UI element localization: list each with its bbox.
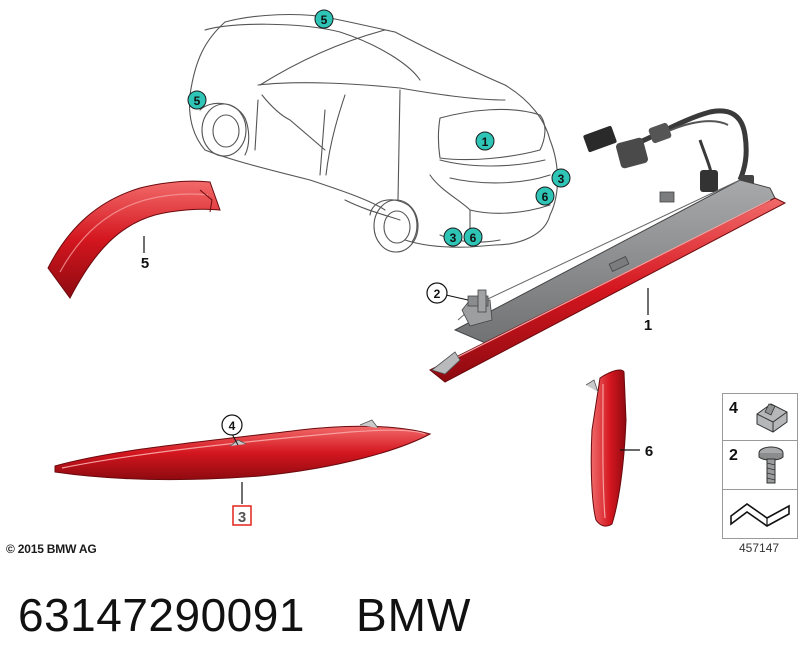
car-marker-side-label: 5 — [194, 94, 201, 108]
car-marker-roof[interactable]: 5 — [314, 9, 334, 29]
callout-circle-part-2[interactable] — [426, 282, 448, 304]
car-marker-6-lower[interactable]: 6 — [463, 227, 483, 247]
car-marker-glass-label: 1 — [482, 135, 489, 149]
car-marker-3-upper-label: 3 — [558, 172, 565, 186]
bracket-icon — [730, 503, 790, 527]
car-marker-3-upper[interactable]: 3 — [551, 168, 571, 188]
legend-box-clip-nut[interactable]: 4 — [722, 393, 798, 441]
diagram-id: 457147 — [739, 541, 780, 555]
car-marker-3-lower-label: 3 — [450, 231, 457, 245]
clip-nut-icon — [756, 403, 788, 433]
part-3-reflector[interactable] — [54, 419, 432, 480]
legend-label-4: 4 — [729, 400, 738, 417]
part-number: 63147290091 — [18, 589, 305, 641]
callout-part-2: 2 — [434, 287, 441, 301]
parts-diagram: 5 5 1 3 6 3 6 5 — [47, 9, 787, 527]
car-marker-6-upper[interactable]: 6 — [535, 186, 555, 206]
part-1-brake-light[interactable] — [429, 108, 787, 383]
copyright-text: © 2015 BMW AG — [6, 542, 97, 556]
callout-part-6: 6 — [645, 443, 653, 460]
car-marker-6-lower-label: 6 — [470, 231, 477, 245]
part-2-screw[interactable] — [467, 289, 489, 313]
legend-box-bracket[interactable] — [722, 489, 798, 539]
car-marker-6-upper-label: 6 — [542, 190, 549, 204]
part-6-reflector[interactable] — [585, 369, 627, 527]
leader-part-4 — [231, 433, 239, 446]
car-marker-roof-label: 5 — [321, 13, 328, 27]
highlight-box-part-3 — [232, 505, 252, 526]
legend-box-screw[interactable]: 2 — [722, 440, 798, 490]
car-outline — [188, 13, 558, 253]
screw-icon — [758, 446, 784, 484]
callout-part-3: 3 — [238, 509, 246, 526]
callout-part-5: 5 — [141, 255, 149, 272]
leader-part-2 — [445, 294, 469, 301]
part-5-reflector[interactable] — [47, 180, 221, 299]
legend-label-2: 2 — [729, 447, 738, 464]
callout-part-4: 4 — [229, 419, 236, 433]
car-marker-side[interactable]: 5 — [187, 90, 207, 110]
brand-name: BMW — [356, 589, 472, 641]
callout-part-1: 1 — [644, 317, 652, 334]
car-marker-glass[interactable]: 1 — [475, 131, 495, 151]
callout-circle-part-4[interactable] — [221, 414, 243, 436]
car-marker-3-lower[interactable]: 3 — [443, 227, 463, 247]
